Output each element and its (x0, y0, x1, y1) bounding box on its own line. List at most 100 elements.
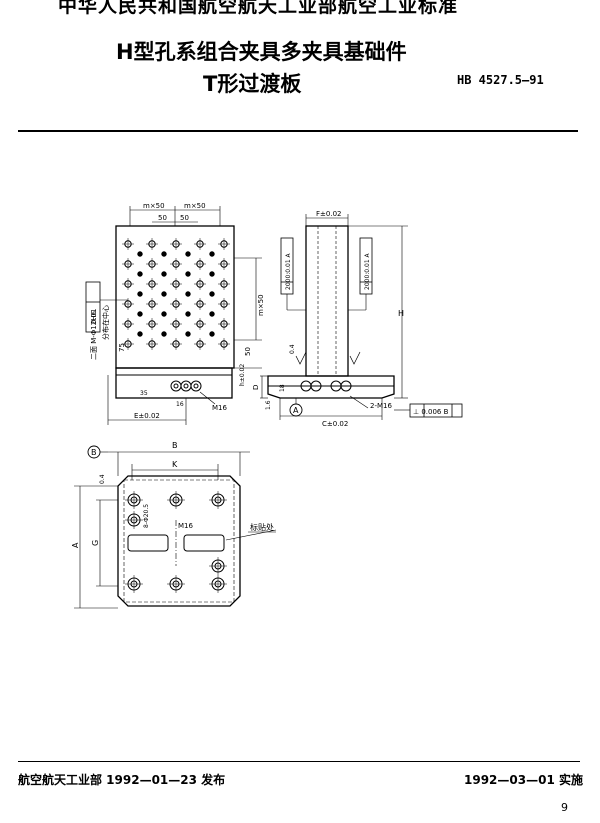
grid-small-hole (137, 311, 143, 317)
side-thread: 2-M16 (370, 402, 392, 410)
grid-small-hole (209, 331, 215, 337)
plan-hole (125, 511, 143, 529)
side-flatness-right: 2000:0.01 A (364, 252, 371, 290)
front-bottom-dim: E±0.02 (134, 412, 160, 420)
grid-hole (194, 298, 206, 310)
front-hole-label2: 分布在中心 (101, 305, 110, 340)
side-roughness: 0.4 (289, 344, 296, 354)
side-datum-a: A (293, 406, 299, 415)
side-height-dim: H (398, 309, 404, 318)
side-top-dim: F±0.02 (316, 210, 341, 218)
grid-hole (146, 298, 158, 310)
grid-hole (170, 318, 182, 330)
grid-hole (218, 338, 230, 350)
front-tolerance: 0.01 (90, 308, 98, 324)
front-right-dim: m×50 (257, 294, 265, 316)
grid-hole (194, 258, 206, 270)
plan-hole (167, 575, 185, 593)
page-number: 9 (561, 801, 568, 814)
side-dim-d: D (252, 385, 260, 390)
grid-hole (146, 278, 158, 290)
grid-small-hole (185, 311, 191, 317)
plan-dim-b: B (172, 441, 178, 450)
grid-small-hole (137, 331, 143, 337)
plan-hole (125, 575, 143, 593)
front-thread: M16 (212, 404, 227, 412)
grid-hole (146, 338, 158, 350)
grid-hole (194, 338, 206, 350)
plan-dim-a: A (71, 542, 80, 548)
grid-hole (218, 318, 230, 330)
grid-hole (170, 258, 182, 270)
side-view (260, 214, 463, 420)
plan-hole (209, 557, 227, 575)
front-top-dim-4: 50 (180, 214, 189, 222)
grid-small-hole (209, 291, 215, 297)
grid-small-hole (209, 311, 215, 317)
grid-small-hole (137, 271, 143, 277)
grid-small-hole (161, 291, 167, 297)
grid-small-hole (161, 251, 167, 257)
grid-hole (170, 338, 182, 350)
grid-small-hole (185, 271, 191, 277)
plan-holes (125, 491, 227, 593)
front-dim-16: 16 (176, 401, 184, 408)
grid-small-hole (137, 251, 143, 257)
grid-small-hole (185, 331, 191, 337)
side-roughness-small: 1.6 (265, 400, 272, 410)
grid-hole (194, 318, 206, 330)
plan-roughness: 0.4 (99, 474, 106, 484)
grid-hole (170, 238, 182, 250)
standard-number: HB 4527.5—91 (457, 73, 544, 87)
document-title-line1: H型孔系组合夹具多夹具基础件 (116, 40, 407, 64)
side-bottom-dim: C±0.02 (322, 420, 348, 428)
side-dim-18: 18 (279, 384, 286, 392)
plan-dim-k: K (172, 460, 178, 469)
plan-hole (209, 491, 227, 509)
plan-datum-b: B (91, 448, 97, 457)
grid-small-hole (209, 271, 215, 277)
grid-hole (194, 278, 206, 290)
plan-mark-note: 标贴处 (250, 522, 274, 532)
grid-small-hole (185, 291, 191, 297)
front-view (85, 206, 262, 425)
grid-hole (218, 278, 230, 290)
front-h-dim: h±0.02 (239, 364, 246, 386)
grid-hole (122, 278, 134, 290)
grid-hole (170, 298, 182, 310)
front-right-small: 50 (244, 347, 252, 356)
grid-hole (146, 238, 158, 250)
grid-small-hole (185, 251, 191, 257)
plan-hole (209, 575, 227, 593)
plan-view (74, 445, 277, 609)
grid-hole (122, 318, 134, 330)
footer-rule (18, 761, 580, 762)
grid-hole (218, 298, 230, 310)
plan-center-label: M16 (178, 522, 193, 530)
plan-hole (125, 491, 143, 509)
implementation-date: 1992—03—01 实施 (464, 773, 583, 787)
side-perp-tolerance: ⊥ 0.006 B (413, 408, 449, 416)
side-flatness-left: 2000:0.01 A (285, 252, 292, 290)
grid-small-hole (137, 291, 143, 297)
plan-hole-label: 8-Φ20.5 (143, 504, 150, 528)
grid-small-hole (161, 311, 167, 317)
document-title-line2: T形过渡板 (203, 72, 302, 96)
grid-hole (194, 238, 206, 250)
grid-hole (122, 258, 134, 270)
front-top-dim-2: m×50 (184, 202, 206, 210)
issue-date: 航空航天工业部 1992—01—23 发布 (18, 773, 226, 787)
grid-hole (170, 278, 182, 290)
front-top-dim-1: m×50 (143, 202, 165, 210)
hole-grid (122, 238, 230, 350)
front-hole-label: 二面 M-Φ12H6 (90, 311, 98, 360)
front-left-small: 75 (118, 343, 126, 352)
grid-hole (122, 338, 134, 350)
grid-hole (146, 258, 158, 270)
plan-hole (167, 491, 185, 509)
grid-small-hole (209, 251, 215, 257)
grid-small-hole (161, 271, 167, 277)
grid-hole (218, 238, 230, 250)
header-rule (18, 130, 578, 132)
